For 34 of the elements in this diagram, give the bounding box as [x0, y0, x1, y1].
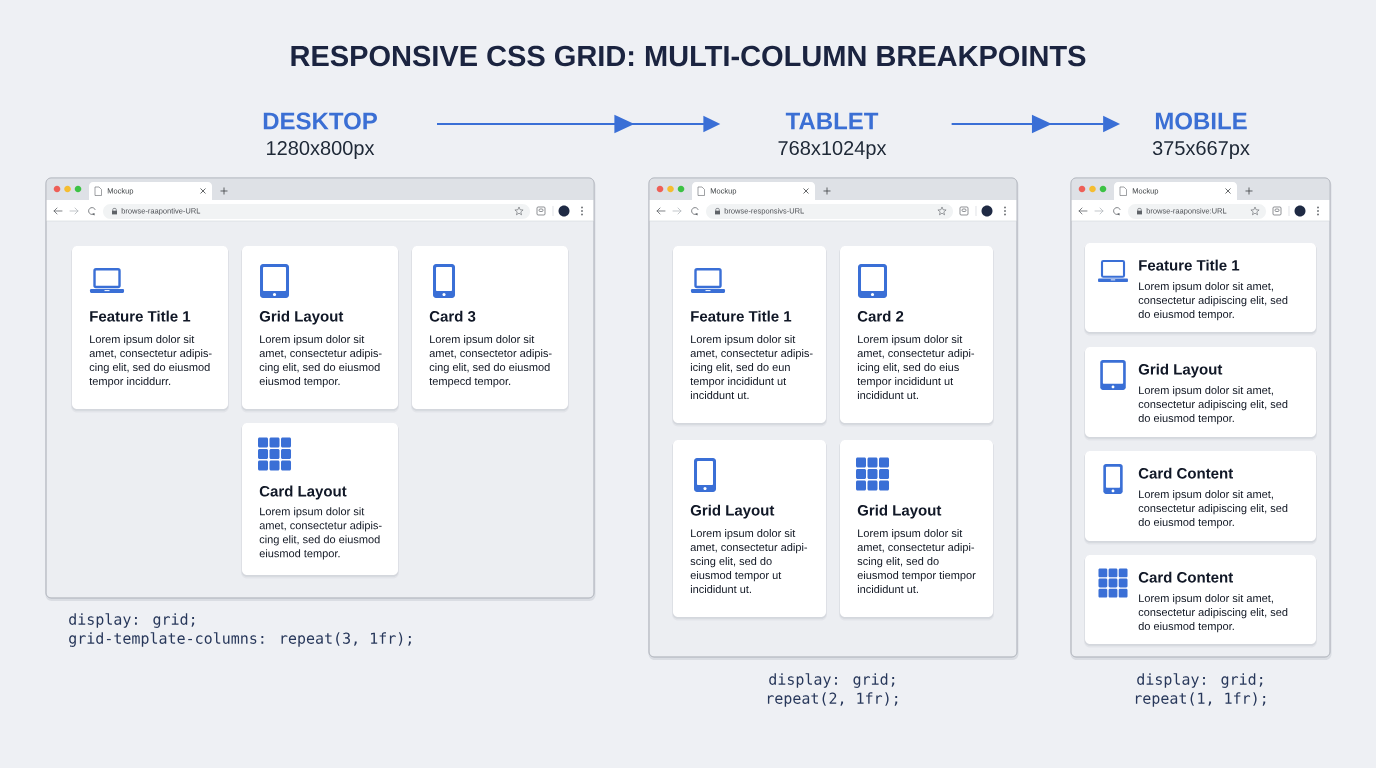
card-text: Lorem ipsum dolor sit amet, consectetur adipis- cing elit, sed do eiusmod eiusmod tempor.	[259, 335, 382, 388]
card-text: Lorem ipsum dolor sit amet, consectetur adipis- icing elit, sed do eun tempor incididunt ut inciddunt ut.	[690, 335, 813, 400]
resolution-label: 1280x800px	[267, 140, 375, 160]
card-title: Grid Layout	[857, 504, 942, 519]
card-text: Lorem ipsum dolor sit amet, consectetur adipi- scing elit, sed do eiusmod tempor tiempor incididunt ut.	[857, 529, 976, 594]
card-text: Lorem ipsum dolor sit amet, consectetur adipi- scing elit, sed do eiusmod tempor ut incididunt ut.	[690, 529, 808, 594]
card-title: Card 2	[857, 310, 904, 322]
card-title: Grid Layout	[690, 504, 775, 519]
code-snippet: display: grid; repeat(2, 1fr);	[767, 673, 898, 707]
card-text: Lorem ipsum dolor sit amet, consectetur adipi- icing elit, sed do eius tempor incididunt ut incididunt ut.	[857, 335, 975, 400]
card-title: Card Layout	[259, 485, 347, 500]
card-title: Card 3	[429, 310, 476, 322]
card-title: Feature Title 1	[90, 310, 191, 322]
resolution-label: 375x667px	[1152, 140, 1250, 160]
heading: TABLET	[785, 112, 879, 130]
card-title: Feature Title 1	[691, 310, 792, 322]
card-title: Card Content	[1138, 467, 1233, 479]
card-title: Grid Layout	[1138, 363, 1223, 378]
code-snippet: display: grid; repeat(1, 1fr);	[1135, 673, 1266, 707]
card-text: Lorem ipsum dolor sit amet, consectetur adipiscing elit, sed do eiusmod tempor.	[1138, 282, 1288, 321]
card-text: Lorem ipsum dolor sit amet, consectetur adipiscing elit, sed do eiusmod tempor.	[1138, 594, 1288, 633]
card-text: Lorem ipsum dolor sit amet, consectetor adipis- cing elit, sed do eiusmod tempecd tempor.	[429, 335, 552, 388]
card-text: Lorem ipsum dolor sit amet, consectetur adipis- cing elit, sed do eiusmod tempor inciddurr.	[89, 335, 212, 388]
card-title: Feature Title 1	[1139, 259, 1240, 271]
heading: DESKTOP	[263, 112, 377, 130]
heading: MOBILE	[1155, 112, 1247, 130]
title: RESPONSIVE CSS GRID: MULTI-COLUMN BREAKPOINTS	[291, 45, 1086, 67]
card-text: Lorem ipsum dolor sit amet, consectetur adipiscing elit, sed do eiusmod tempor.	[1138, 490, 1288, 529]
card-text: Lorem ipsum dolor sit amet, consectetur adipiscing elit, sed do eiusmod tempor.	[1138, 386, 1288, 425]
code-snippet: display: grid; grid-template-columns: repeat(3, 1fr);	[69, 613, 411, 647]
card-title: Card Content	[1138, 571, 1233, 583]
resolution-label: 768x1024px	[778, 140, 887, 160]
card-title: Grid Layout	[259, 310, 344, 325]
card-text: Lorem ipsum dolor sit amet, consectetur adipis- cing elit, sed do eiusmod eiusmod tempor.	[259, 507, 382, 560]
